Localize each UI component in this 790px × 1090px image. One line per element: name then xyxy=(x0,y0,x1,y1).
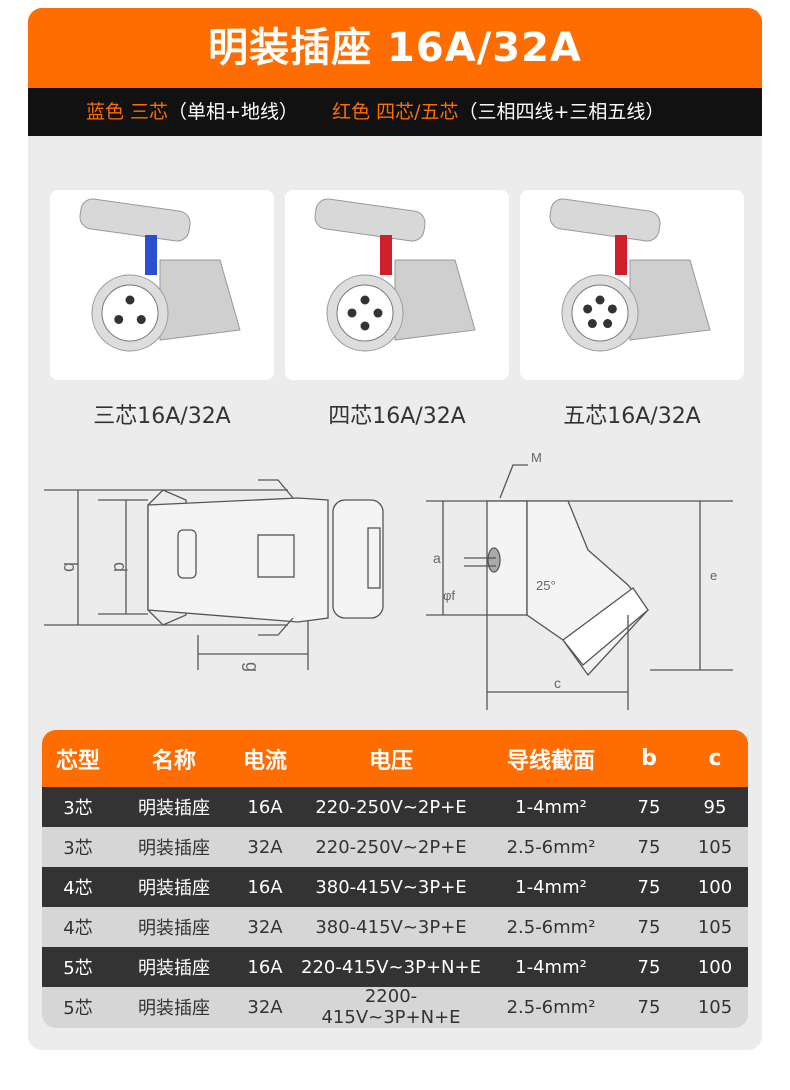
header-voltage: 电压 xyxy=(368,748,413,774)
dim-label-d: d xyxy=(110,562,130,572)
cell-b: 75 xyxy=(637,836,661,858)
cell-core: 5芯 xyxy=(63,998,93,1019)
cell-voltage: 380-415V~3P+E xyxy=(315,916,467,938)
cell-c: 100 xyxy=(697,876,733,898)
cell-name: 明装插座 xyxy=(138,798,210,819)
header-wire: 导线截面 xyxy=(506,748,595,774)
table-row: 5芯 明装插座 16A 220-415V~3P+N+E 1-4mm² 75 100 xyxy=(42,947,748,987)
cell-c: 105 xyxy=(697,996,733,1018)
dim-label-e: e xyxy=(710,568,717,583)
cell-core: 5芯 xyxy=(63,958,93,979)
dim-label-b: b xyxy=(60,562,80,572)
header-c: c xyxy=(708,746,722,771)
cell-current: 16A xyxy=(247,796,283,818)
product-panel: 明装插座 16A/32A 蓝色 三芯（单相+地线） 红色 四芯/五芯（三相四线+… xyxy=(28,8,762,1050)
dimension-diagram: b d g M a φf 25° e c xyxy=(44,450,733,710)
socket-image xyxy=(79,198,241,352)
cell-c: 95 xyxy=(703,796,727,818)
red-variant-label: 红色 四芯/五芯 xyxy=(332,101,459,123)
dim-label-m: M xyxy=(531,450,542,465)
cell-name: 明装插座 xyxy=(138,998,210,1019)
header-current: 电流 xyxy=(242,748,287,774)
cell-wire: 1-4mm² xyxy=(515,876,587,898)
cell-voltage: 220-415V~3P+N+E xyxy=(301,956,481,978)
cell-name: 明装插座 xyxy=(138,878,210,899)
cell-c: 105 xyxy=(697,836,733,858)
cell-core: 3芯 xyxy=(63,798,93,819)
cell-wire: 2.5-6mm² xyxy=(506,836,596,858)
cell-core: 3芯 xyxy=(63,838,93,859)
cell-name: 明装插座 xyxy=(138,838,210,859)
red-variant-desc: （三相四线+三相五线） xyxy=(458,101,665,123)
cell-core: 4芯 xyxy=(63,878,93,899)
cell-b: 75 xyxy=(637,916,661,938)
product-label: 五芯16A/32A xyxy=(563,404,701,429)
cell-c: 100 xyxy=(697,956,733,978)
cell-wire: 1-4mm² xyxy=(515,796,587,818)
product-image-card xyxy=(50,190,274,380)
cell-wire: 2.5-6mm² xyxy=(506,916,596,938)
table-row: 4芯 明装插座 32A 380-415V~3P+E 2.5-6mm² 75 105 xyxy=(42,907,748,947)
header-b: b xyxy=(641,746,657,771)
cell-voltage: 380-415V~3P+E xyxy=(315,876,467,898)
table-row: 5芯 明装插座 32A 2200-415V~3P+N+E 2.5-6mm² 75 105 xyxy=(42,986,748,1028)
cell-b: 75 xyxy=(637,876,661,898)
cell-current: 16A xyxy=(247,876,283,898)
cell-voltage: 220-250V~2P+E xyxy=(315,836,467,858)
blue-variant-desc: （单相+地线） xyxy=(168,101,298,123)
cell-current: 32A xyxy=(247,836,283,858)
subtitle-bar: 蓝色 三芯（单相+地线） 红色 四芯/五芯（三相四线+三相五线） xyxy=(28,88,762,136)
product-label: 三芯16A/32A xyxy=(93,404,231,429)
table-header: 芯型 名称 电流 电压 导线截面 b c xyxy=(42,730,748,787)
cell-wire: 2.5-6mm² xyxy=(506,996,596,1018)
table-row: 4芯 明装插座 16A 380-415V~3P+E 1-4mm² 75 100 xyxy=(42,867,748,907)
cell-name: 明装插座 xyxy=(138,918,210,939)
table-row: 3芯 明装插座 32A 220-250V~2P+E 2.5-6mm² 75 105 xyxy=(42,827,748,867)
product-image-card xyxy=(285,190,509,380)
cell-current: 32A xyxy=(247,916,283,938)
dim-label-c: c xyxy=(554,675,561,691)
socket-image xyxy=(549,198,711,352)
socket-image xyxy=(314,198,476,352)
cell-b: 75 xyxy=(637,996,661,1018)
cell-name: 明装插座 xyxy=(138,958,210,979)
header-name: 名称 xyxy=(151,748,196,774)
dim-label-angle: 25° xyxy=(536,578,556,593)
cell-current: 32A xyxy=(247,996,283,1018)
cell-b: 75 xyxy=(637,796,661,818)
cell-voltage: 2200-415V~3P+N+E xyxy=(321,986,461,1028)
table-row: 3芯 明装插座 16A 220-250V~2P+E 1-4mm² 75 95 xyxy=(42,787,748,827)
cell-c: 105 xyxy=(697,916,733,938)
dim-label-f: φf xyxy=(443,588,455,603)
product-image-card xyxy=(520,190,744,380)
header-core: 芯型 xyxy=(55,748,100,774)
blue-variant-label: 蓝色 三芯 xyxy=(86,101,169,123)
cell-current: 16A xyxy=(247,956,283,978)
product-label: 四芯16A/32A xyxy=(328,404,466,429)
cell-core: 4芯 xyxy=(63,918,93,939)
dim-label-a: a xyxy=(433,550,441,566)
cell-wire: 1-4mm² xyxy=(515,956,587,978)
cell-voltage: 220-250V~2P+E xyxy=(315,796,467,818)
page-title: 明装插座 16A/32A xyxy=(28,8,762,88)
dim-label-g: g xyxy=(242,662,262,672)
cell-b: 75 xyxy=(637,956,661,978)
